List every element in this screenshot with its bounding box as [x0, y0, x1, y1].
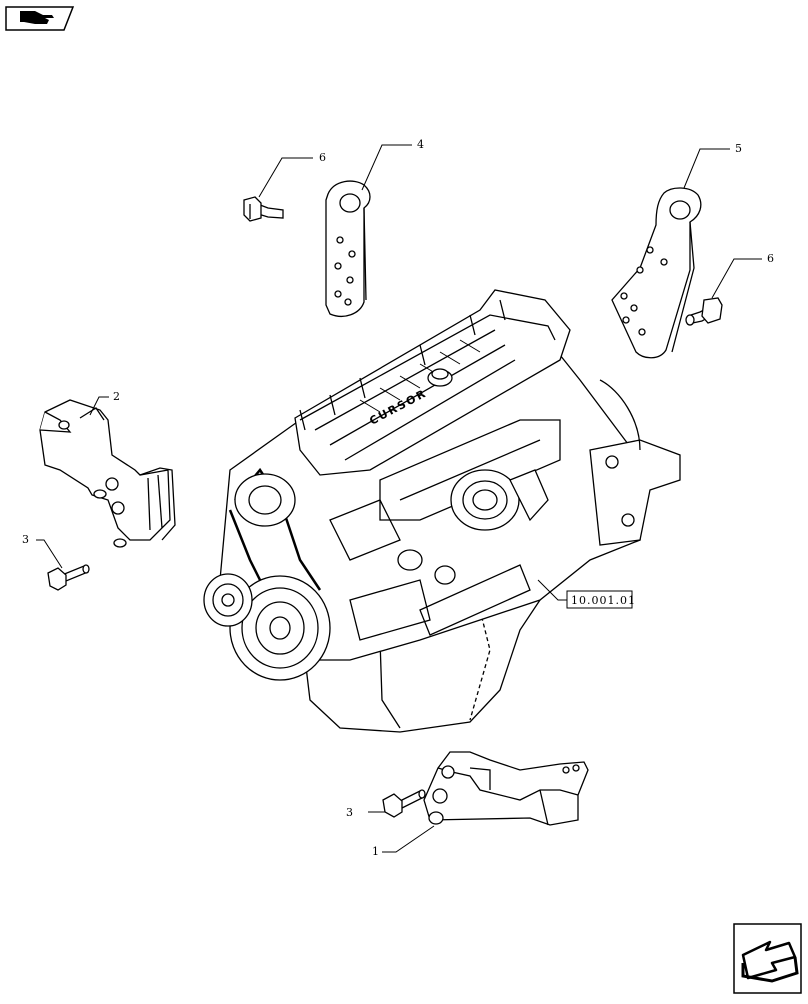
callout-label-4: 4 [417, 138, 424, 151]
engine-assembly [203, 289, 681, 733]
reference-box[interactable]: 10.001.01 [566, 590, 636, 609]
bolt-part-3-left [47, 564, 90, 591]
callout-leader-3-left [36, 539, 63, 569]
callout-leader-ref [537, 579, 568, 601]
bolt-part-6-left [243, 196, 284, 222]
callout-label-2: 2 [113, 390, 120, 403]
callout-label-6-right: 6 [767, 252, 774, 265]
callout-leader-2 [89, 396, 109, 416]
callout-leader-6-right [711, 258, 762, 299]
callout-leader-6-left [258, 157, 313, 198]
bracket-part-4 [325, 180, 371, 317]
callout-label-5: 5 [735, 142, 742, 155]
bolt-part-3-bottom [382, 789, 426, 818]
nav-button-top[interactable] [5, 6, 75, 31]
callout-leader-5 [683, 148, 730, 189]
next-arrow-icon [741, 940, 799, 983]
callout-label-1: 1 [372, 845, 379, 858]
hand-pointing-icon [20, 11, 54, 24]
callout-leader-1 [382, 825, 435, 853]
bracket-part-2 [39, 399, 176, 548]
bolt-part-6-right [685, 297, 723, 326]
callout-leader-4 [361, 144, 412, 191]
callout-label-3-bottom: 3 [346, 806, 353, 819]
nav-button-bottom[interactable] [733, 923, 802, 994]
callout-label-6-left: 6 [319, 151, 326, 164]
callout-label-3-left: 3 [22, 533, 29, 546]
bracket-part-1 [423, 751, 589, 826]
reference-label[interactable]: 10.001.01 [571, 594, 636, 607]
bracket-part-5 [611, 187, 702, 359]
